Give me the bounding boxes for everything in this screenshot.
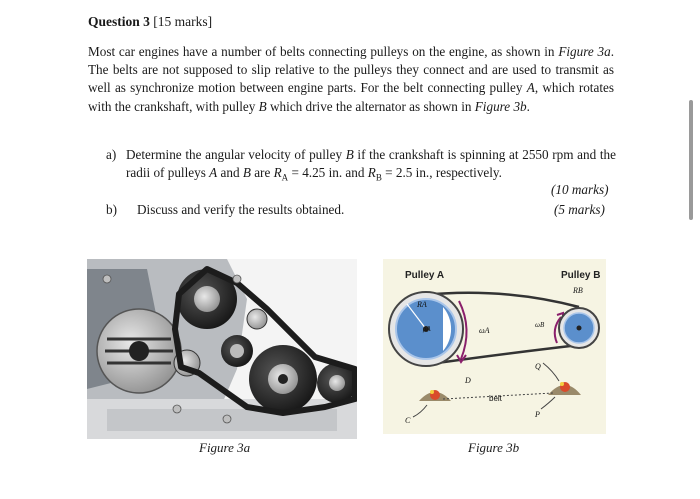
label-omega-b: ωB xyxy=(535,321,545,329)
vertical-scrollbar[interactable] xyxy=(688,0,700,499)
label-belt: belt xyxy=(489,394,503,403)
part-b-marks: (5 marks) xyxy=(554,202,605,217)
label-rho-a: ρA xyxy=(422,325,431,333)
label-ra: RA xyxy=(416,300,427,309)
ground-support-right xyxy=(548,382,581,395)
label-omega-a: ωA xyxy=(479,326,490,335)
omega-a-arrow xyxy=(458,300,468,360)
scrollbar-thumb[interactable] xyxy=(689,100,693,220)
question-marks: [15 marks] xyxy=(153,14,213,29)
part-a-marks: (10 marks) xyxy=(551,182,609,197)
part-a-label: a) xyxy=(106,147,117,162)
label-p: P xyxy=(534,410,540,419)
label-d: D xyxy=(464,376,471,385)
belt-top xyxy=(422,291,580,309)
figure-3a-caption: Figure 3a xyxy=(199,440,251,455)
label-pulley-a: Pulley A xyxy=(405,270,444,281)
pulley-a xyxy=(388,291,464,367)
question-paragraph: Most car engines have a number of belts … xyxy=(88,44,614,114)
figure-3a-reference: Figure 3a xyxy=(558,44,611,59)
label-c: C xyxy=(405,416,411,425)
label-pulley-b: Pulley B xyxy=(561,270,600,281)
part-b-text: Discuss and verify the results obtained. xyxy=(137,202,345,217)
part-a-text: Determine the angular velocity of pulley… xyxy=(126,147,616,184)
pulley-b xyxy=(558,307,600,349)
part-b-label: b) xyxy=(106,202,117,217)
figure-3a-engine-photo xyxy=(87,259,357,439)
omega-b-arrow xyxy=(553,316,562,344)
figure-3b-pulley-diagram: Pulley A Pulley B RA ρA ωA RB ωB xyxy=(383,259,606,434)
label-q: Q xyxy=(535,362,541,371)
figure-3b-reference: Figure 3b xyxy=(474,98,527,114)
question-number: Question 3 xyxy=(88,14,150,29)
question-title: Question 3 [15 marks] xyxy=(88,14,212,30)
label-rb: RB xyxy=(572,286,583,295)
figure-3b-caption: Figure 3b xyxy=(468,440,520,455)
part-b: b) Discuss and verify the results obtaine… xyxy=(106,202,344,218)
cropped-text-fragment xyxy=(330,0,375,3)
